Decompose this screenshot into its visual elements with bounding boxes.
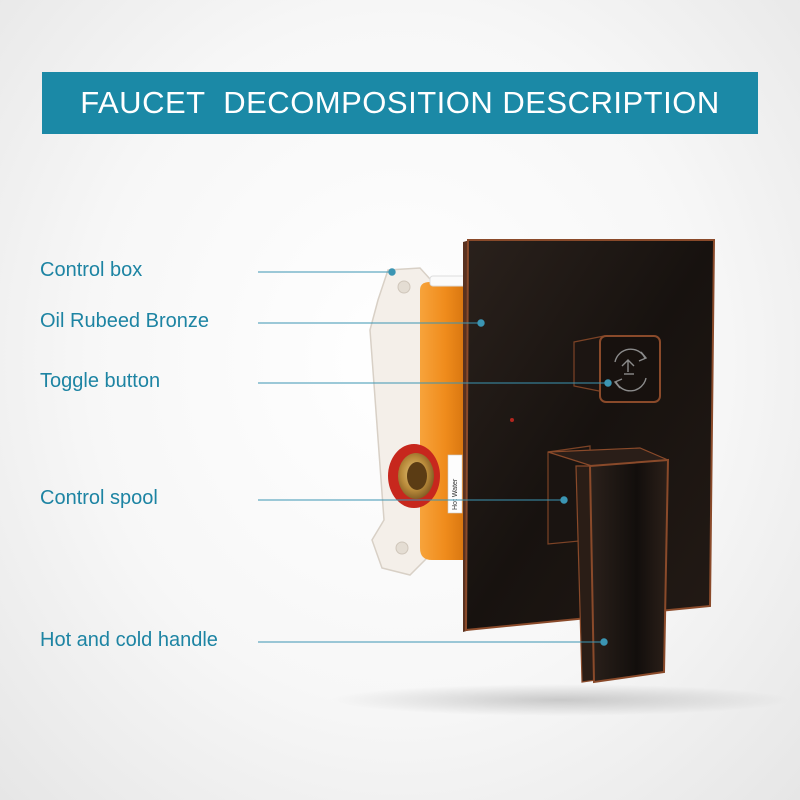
page-title: FAUCET DECOMPOSITION DESCRIPTION <box>80 85 720 120</box>
leader-lines <box>258 268 612 646</box>
plate-marker-dot <box>510 418 514 422</box>
leader-dot-spool <box>560 496 568 504</box>
hot-cold-handle <box>575 458 670 684</box>
label-control-box: Control box <box>40 259 143 281</box>
leader-dot-handle <box>600 638 608 646</box>
label-hot-cold-handle: Hot and cold handle <box>40 629 218 651</box>
title-banner: FAUCET DECOMPOSITION DESCRIPTION <box>42 72 758 134</box>
rotate-arrows-icon <box>613 348 648 392</box>
label-control-spool: Control spool <box>40 487 158 509</box>
leader-dot-bronze <box>477 319 485 327</box>
bracket-hole-bottom <box>395 541 409 555</box>
leader-dot-control-box <box>388 268 396 276</box>
bracket-hole-top <box>397 280 411 294</box>
brass-inlet <box>388 444 440 508</box>
label-toggle-button: Toggle button <box>40 370 161 392</box>
control-box-body <box>420 282 470 560</box>
toggle-button <box>573 335 661 403</box>
control-box: Hot Water <box>369 267 471 576</box>
floor-shadow <box>330 684 790 716</box>
leader-dot-toggle <box>604 379 612 387</box>
label-oil-rubbed-bronze: Oil Rubeed Bronze <box>40 310 209 332</box>
hot-water-sticker: Hot Water <box>447 454 463 514</box>
hot-water-label: Hot Water <box>452 478 459 510</box>
